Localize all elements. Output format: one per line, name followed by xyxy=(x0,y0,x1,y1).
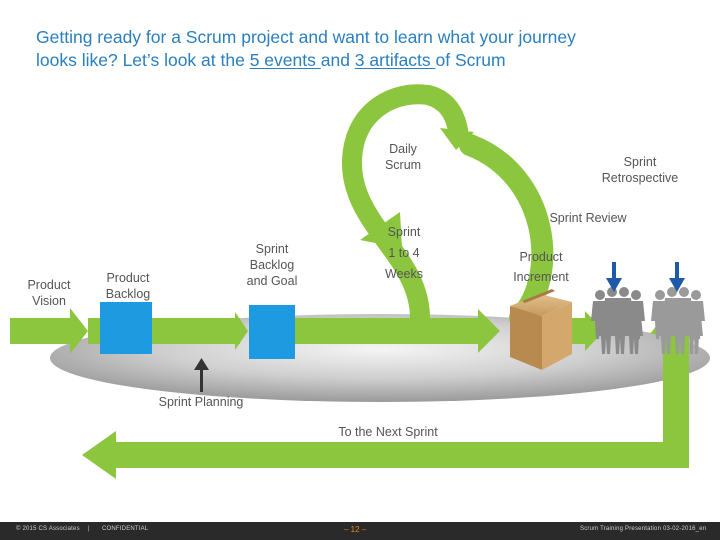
next-sprint-arrowhead xyxy=(82,431,116,479)
product-increment-box xyxy=(510,289,572,370)
next-sprint-loop xyxy=(110,330,689,468)
sprint-planning-label: Sprint Planning xyxy=(158,395,244,409)
flow-arrowhead-3 xyxy=(585,311,604,351)
product-increment-label: Product Increment xyxy=(513,250,569,284)
events-link: 5 events xyxy=(249,50,321,70)
title-line-2-part-3: of Scrum xyxy=(435,50,506,70)
footer-copyright: © 2015 CS Associates xyxy=(16,526,80,532)
sprint-length-label: Sprint 1 to 4 Weeks xyxy=(385,225,423,281)
sprint-planning-pointer xyxy=(200,366,203,392)
daily-scrum-top-arrowhead xyxy=(440,128,474,150)
flow-arrowhead-1 xyxy=(235,312,248,350)
footer-separator: | xyxy=(88,526,90,532)
retrospective-pointer-head xyxy=(669,278,685,292)
next-sprint-label: To the Next Sprint xyxy=(338,425,438,439)
sprint-backlog-box xyxy=(249,305,295,359)
flow-arrowhead-2 xyxy=(478,309,500,353)
artifacts-link: 3 artifacts xyxy=(354,50,436,70)
title-line-2-part-1: looks like? Let’s look at the xyxy=(36,50,250,70)
sprint-loop xyxy=(459,134,554,329)
retrospective-pointer xyxy=(675,262,679,280)
product-backlog-box xyxy=(100,302,152,354)
sprint-review-label: Sprint Review xyxy=(549,211,627,225)
sprint-planning-pointer-head xyxy=(194,358,209,370)
daily-scrum-label: Daily Scrum xyxy=(384,142,422,172)
sprint-retrospective-label: Sprint Retrospective xyxy=(601,155,679,185)
footer-bar: © 2015 CS Associates | CONFIDENTIAL – 12… xyxy=(0,522,720,540)
product-backlog-label: Product Backlog xyxy=(105,271,151,301)
title-line-2: looks like? Let’s look at the 5 events a… xyxy=(36,49,696,72)
title-line-1: Getting ready for a Scrum project and wa… xyxy=(36,27,576,47)
daily-scrum-loop xyxy=(341,84,468,328)
sprint-loop-arrowhead xyxy=(360,212,402,248)
sprint-backlog-label: Sprint Backlog and Goal xyxy=(246,242,298,288)
title-line-2-part-2: and xyxy=(320,50,355,70)
review-pointer xyxy=(612,262,616,280)
footer-confidential: CONFIDENTIAL xyxy=(102,526,149,532)
page-number: – 12 – xyxy=(344,525,367,534)
review-pointer-head xyxy=(606,278,622,292)
footer-doc-ref: Scrum Training Presentation 03-02-2016_e… xyxy=(580,526,707,532)
product-vision-label: Product Vision xyxy=(27,278,71,308)
vision-arrow xyxy=(10,308,88,354)
slide-title: Getting ready for a Scrum project and wa… xyxy=(36,26,696,72)
